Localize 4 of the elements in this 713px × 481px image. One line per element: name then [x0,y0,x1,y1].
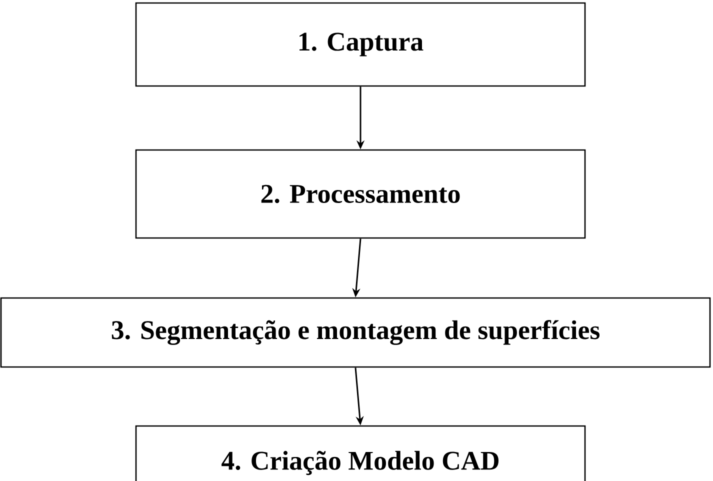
process-box: 1. Captura [135,2,586,87]
process-box: 4. Criação Modelo CAD [135,425,586,481]
process-box: 2. Processamento [135,149,586,239]
process-box: 3. Segmentação e montagem de superfícies [0,297,711,368]
